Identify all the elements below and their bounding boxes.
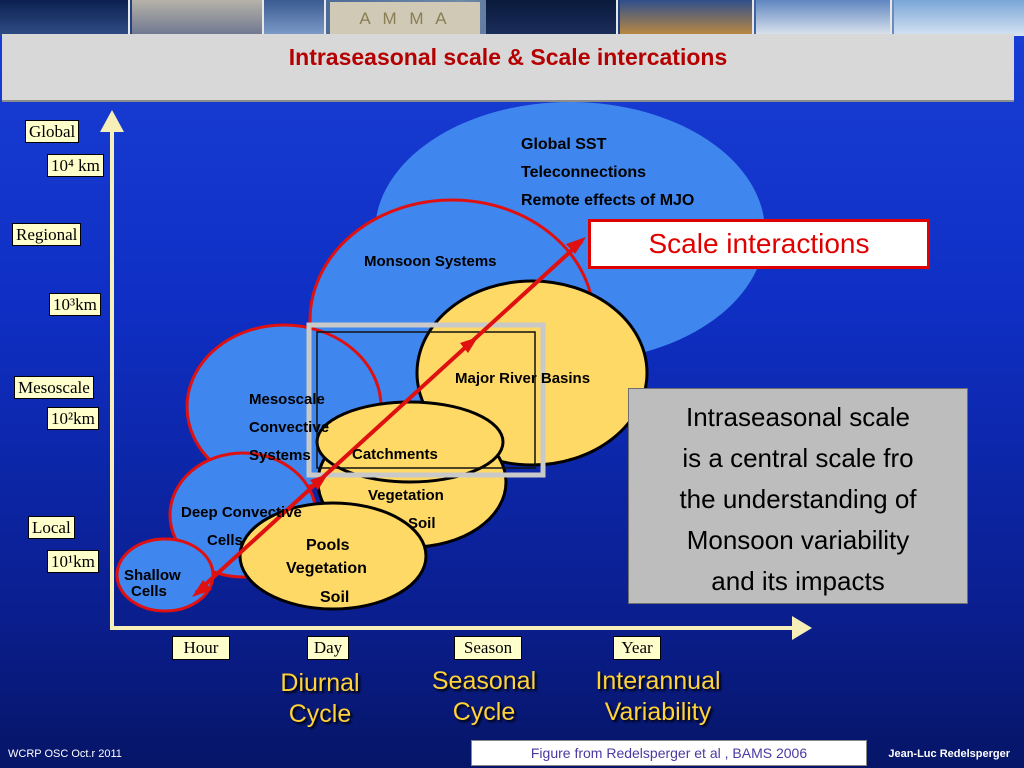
note-line: Monsoon variability xyxy=(686,525,910,555)
pools-label: Pools xyxy=(306,537,350,554)
seasonal-line-1: Seasonal xyxy=(431,667,537,695)
intraseasonal-note-box: Intraseasonal scale is a central scale f… xyxy=(628,388,968,604)
scale-interactions-box: Scale interactions xyxy=(588,219,930,269)
y-label-10-4km: 10⁴ km xyxy=(47,154,104,177)
figure-credit: Figure from Redelsperger et al , BAMS 20… xyxy=(471,740,867,766)
note-line: the understanding of xyxy=(679,484,917,514)
interannual-line-2: Variability xyxy=(604,698,712,726)
arrowhead-mid xyxy=(460,337,478,353)
sky-thumbnail xyxy=(132,0,264,36)
y-label-regional: Regional xyxy=(12,223,82,246)
vegetation-label: Vegetation xyxy=(368,487,444,504)
diurnal-cycle-caption: Diurnal Cycle xyxy=(258,668,382,730)
amma-logo: A M M A xyxy=(330,2,480,36)
shallow-cells-label: Cells xyxy=(131,583,167,600)
top-image-strip xyxy=(0,0,1024,36)
footer-left: WCRP OSC Oct.r 2011 xyxy=(8,748,122,760)
catchments-bubble xyxy=(315,400,505,484)
note-line: and its impacts xyxy=(711,566,885,596)
global-sst-label: Global SST xyxy=(521,136,607,153)
x-label-day: Day xyxy=(307,636,349,660)
x-label-hour: Hour xyxy=(172,636,230,660)
monsoon-systems-label: Monsoon Systems xyxy=(364,253,497,270)
sky-thumbnail xyxy=(486,0,618,36)
sky-thumbnail xyxy=(264,0,326,36)
systems-label: Systems xyxy=(249,447,311,464)
y-label-mesoscale: Mesoscale xyxy=(14,376,94,399)
sky-thumbnail xyxy=(894,0,1024,36)
note-line: Intraseasonal scale xyxy=(685,402,911,432)
diurnal-line-1: Diurnal xyxy=(280,669,360,697)
pools-vegetation-label: Vegetation xyxy=(286,560,367,577)
interannual-variability-caption: Interannual Variability xyxy=(575,666,741,728)
catchments-label: Catchments xyxy=(352,446,438,463)
remote-mjo-label: Remote effects of MJO xyxy=(521,192,694,209)
major-river-basins-label: Major River Basins xyxy=(455,370,590,387)
soil-label: Soil xyxy=(408,515,436,532)
convective-label: Convective xyxy=(249,419,329,436)
arrowhead-top xyxy=(566,237,586,254)
intraseasonal-highlight-box xyxy=(306,322,546,478)
deep-convective-label: Deep Convective xyxy=(181,504,302,521)
sky-thumbnail xyxy=(620,0,754,36)
y-label-10-2km: 10²km xyxy=(47,407,99,430)
arrowhead-bottom xyxy=(192,580,212,597)
y-label-global: Global xyxy=(25,120,80,143)
x-label-season: Season xyxy=(454,636,522,660)
pools-soil-label: Soil xyxy=(320,589,349,606)
mesoscale-label: Mesoscale xyxy=(249,391,325,408)
y-label-local: Local xyxy=(28,516,75,539)
scale-interaction-arrow xyxy=(194,239,584,595)
deep-cells-label: Cells xyxy=(207,532,243,549)
x-label-year: Year xyxy=(613,636,661,660)
y-label-10-3km: 10³km xyxy=(49,293,101,316)
sky-thumbnail xyxy=(756,0,892,36)
title-bar: Intraseasonal scale & Scale intercations xyxy=(2,34,1014,102)
note-line: is a central scale fro xyxy=(682,443,914,473)
footer-author: Jean-Luc Redelsperger xyxy=(888,748,1010,760)
intraseasonal-highlight-inner xyxy=(316,331,536,469)
sky-thumbnail xyxy=(0,0,130,36)
y-axis-arrowhead xyxy=(100,110,124,132)
interannual-line-1: Interannual xyxy=(595,667,721,695)
diurnal-line-2: Cycle xyxy=(288,700,352,728)
arrowhead-low xyxy=(310,474,328,490)
x-axis-arrowhead xyxy=(792,616,812,640)
seasonal-line-2: Cycle xyxy=(452,698,516,726)
seasonal-cycle-caption: Seasonal Cycle xyxy=(414,666,554,728)
pools-bubble xyxy=(238,501,428,611)
shallow-label: Shallow xyxy=(124,567,181,584)
teleconnections-label: Teleconnections xyxy=(521,164,646,181)
slide-title: Intraseasonal scale & Scale intercations xyxy=(288,44,728,70)
y-label-10-1km: 10¹km xyxy=(47,550,99,573)
